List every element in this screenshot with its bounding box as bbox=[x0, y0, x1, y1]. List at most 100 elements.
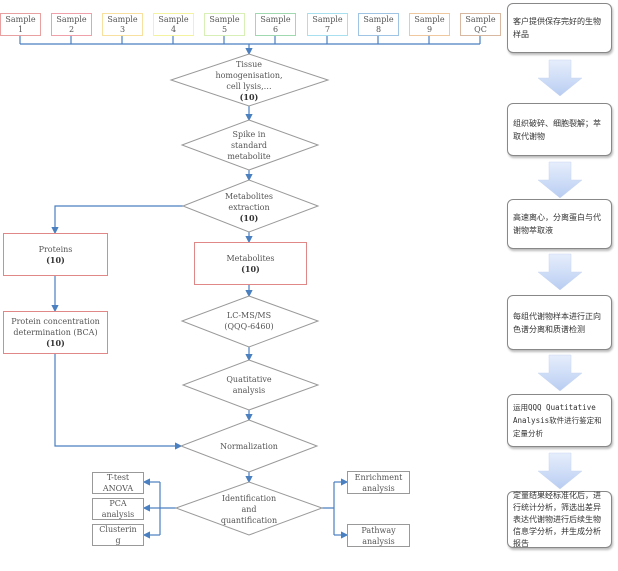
text: PCA bbox=[109, 499, 127, 508]
extraction-label: Metabolites extraction (10) bbox=[199, 190, 299, 224]
text: Protein concentration bbox=[11, 317, 100, 326]
down-arrow-icon bbox=[537, 161, 583, 199]
step-text: 定量结果经标准化后，进行统计分析，筛选出差异表达代谢物进行后续生物信息学分析，并… bbox=[513, 490, 601, 548]
text: Identification bbox=[221, 493, 277, 503]
diamond-extraction bbox=[181, 179, 320, 233]
sample-number: 2 bbox=[68, 24, 75, 34]
count: (10) bbox=[239, 212, 259, 223]
text: analysis bbox=[362, 536, 395, 546]
count: (10) bbox=[46, 338, 65, 348]
step-text: 运用QQQ Quatitative Analysis软件进行鉴定和定量分析 bbox=[513, 403, 602, 438]
step-box-1: 客户提供保存完好的生物样品 bbox=[507, 3, 612, 53]
down-arrow-icon bbox=[537, 253, 583, 291]
homogenisation-label: Tissue homogenisation, cell lysis,… (10) bbox=[191, 58, 307, 104]
text: quantification bbox=[220, 515, 278, 525]
text: Tissue bbox=[236, 60, 262, 69]
down-arrow-icon bbox=[537, 354, 583, 392]
sample-label: Sample bbox=[465, 14, 496, 24]
text: cell lysis,… bbox=[226, 82, 272, 91]
diamond-homogenisation bbox=[169, 53, 330, 107]
sample-label: Sample bbox=[107, 14, 138, 24]
sample-number: 5 bbox=[221, 24, 228, 34]
text: Pathway bbox=[361, 525, 396, 535]
sample-label: Sample bbox=[56, 14, 87, 24]
diamond-identification bbox=[174, 481, 324, 536]
step-box-3: 高速离心，分离蛋白与代谢物萃取液 bbox=[507, 199, 612, 249]
text: metabolite bbox=[227, 151, 271, 161]
sample-number: 9 bbox=[426, 24, 433, 34]
text: extraction bbox=[228, 202, 270, 212]
sample-label: Sample bbox=[158, 14, 189, 24]
enrichment-box: Enrichment analysis bbox=[347, 471, 410, 494]
step-text: 高速离心，分离蛋白与代谢物萃取液 bbox=[513, 213, 601, 235]
text: Metabolites bbox=[224, 191, 274, 201]
count: (10) bbox=[46, 254, 65, 265]
sample-number: QC bbox=[474, 24, 487, 34]
step-text: 组织破碎、细胞裂解；萃取代谢物 bbox=[513, 118, 601, 141]
text: analysis bbox=[101, 510, 135, 519]
step-box-5: 运用QQQ Quatitative Analysis软件进行鉴定和定量分析 bbox=[507, 394, 612, 447]
sample-number: 3 bbox=[119, 24, 126, 34]
ttest-box: T-test ANOVA bbox=[92, 472, 144, 494]
down-arrow-icon bbox=[537, 452, 583, 490]
sample-bus-line bbox=[19, 35, 481, 45]
diamond-normalization bbox=[179, 419, 319, 473]
metabolites-box: Metabolites (10) bbox=[194, 242, 307, 285]
text: Spike in bbox=[232, 129, 266, 139]
step-box-6: 定量结果经标准化后，进行统计分析，筛选出差异表达代谢物进行后续生物信息学分析，并… bbox=[507, 491, 612, 548]
down-arrow-icon bbox=[537, 59, 583, 97]
sample-number: 6 bbox=[272, 24, 279, 34]
pathway-box: Pathway analysis bbox=[347, 524, 410, 547]
text: analysis bbox=[362, 483, 395, 493]
text: (QQQ-6460) bbox=[224, 322, 274, 331]
text: Metabolites bbox=[226, 253, 275, 263]
proteins-box: Proteins (10) bbox=[3, 233, 108, 276]
sample-label: Sample bbox=[209, 14, 240, 24]
step-text: 每组代谢物样本进行正向色谱分离和质谱检测 bbox=[513, 311, 601, 334]
text: analysis bbox=[232, 386, 266, 395]
sample-label: Sample bbox=[414, 14, 445, 24]
step-box-4: 每组代谢物样本进行正向色谱分离和质谱检测 bbox=[507, 295, 612, 350]
sample-number: 7 bbox=[324, 24, 331, 34]
text: T-test bbox=[106, 473, 130, 482]
step-text: 客户提供保存完好的生物样品 bbox=[513, 17, 601, 39]
text: Normalization bbox=[220, 441, 278, 451]
count: (10) bbox=[239, 92, 259, 102]
sample-number: 4 bbox=[170, 24, 177, 34]
bca-box: Protein concentration determination (BCA… bbox=[3, 311, 108, 354]
text: standard bbox=[230, 140, 268, 150]
text: determination (BCA) bbox=[13, 328, 98, 337]
text: and bbox=[241, 504, 257, 514]
spike-label: Spike in standard metabolite bbox=[199, 128, 299, 162]
text: Clusterin bbox=[99, 525, 137, 534]
step-box-2: 组织破碎、细胞裂解；萃取代谢物 bbox=[507, 103, 612, 156]
text: Enrichment bbox=[354, 472, 403, 482]
sample-number: 8 bbox=[375, 24, 382, 34]
text: ANOVA bbox=[102, 484, 134, 493]
text: homogenisation, bbox=[215, 71, 283, 80]
diamond-lcms bbox=[180, 295, 320, 348]
normalization-label: Normalization bbox=[199, 440, 299, 452]
identification-label: Identification and quantification bbox=[199, 492, 299, 526]
sample-label: Sample bbox=[312, 14, 343, 24]
text: Quatitative bbox=[226, 375, 272, 384]
quant-label: Quatitative analysis bbox=[199, 373, 299, 397]
clustering-box: Clusterin g bbox=[92, 524, 144, 546]
count: (10) bbox=[241, 263, 260, 274]
sample-label: Sample bbox=[260, 14, 291, 24]
text: LC-MS/MS bbox=[226, 311, 272, 320]
text: g bbox=[115, 536, 121, 545]
pca-box: PCA analysis bbox=[92, 498, 144, 520]
lcms-label: LC-MS/MS (QQQ-6460) bbox=[199, 308, 299, 334]
